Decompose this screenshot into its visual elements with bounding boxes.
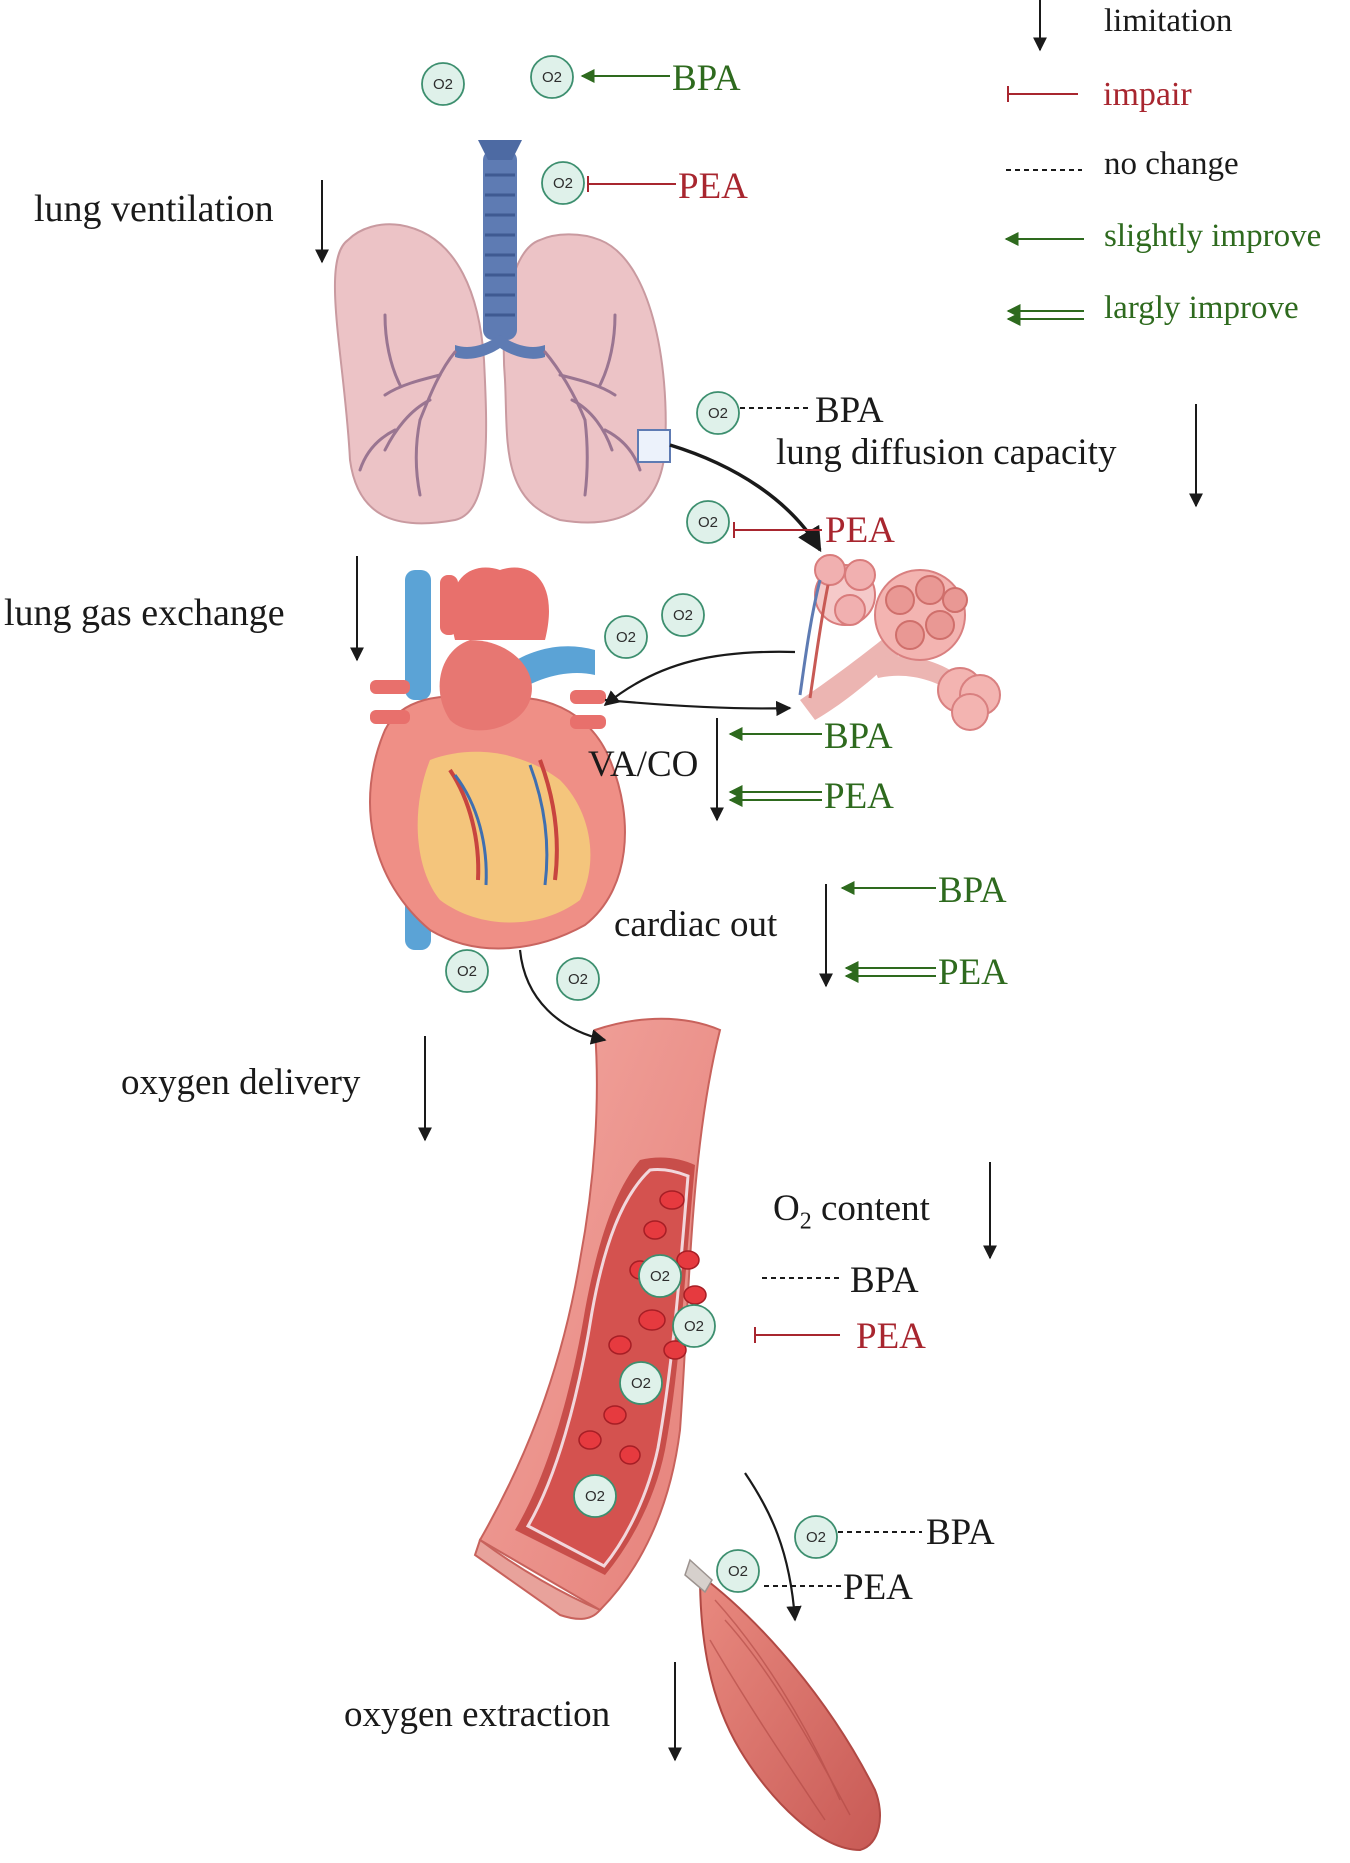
bpa-label-diffusion: BPA xyxy=(815,390,884,431)
pea-label-extraction: PEA xyxy=(843,1567,913,1608)
lungs-illustration xyxy=(334,140,671,525)
svg-text:O2: O2 xyxy=(433,76,453,93)
bpa-label-cardiac: BPA xyxy=(938,870,1007,911)
stage-lung-ventilation: lung ventilation xyxy=(34,188,274,230)
flow-heart-to-vessel xyxy=(518,949,607,1045)
muscle-illustration xyxy=(684,1558,881,1852)
o2-bubbles: O2 O2 O2 O2 O2 O2 O2 O2 O2 O2 O2 O2 O2 O… xyxy=(421,55,838,1593)
legend-no-change-label: no change xyxy=(1104,146,1239,182)
svg-text:O2: O2 xyxy=(616,629,636,646)
stage-va-co: VA/CO xyxy=(588,744,699,785)
pea-diffusion-impair xyxy=(733,522,822,538)
pea-label-cardiac: PEA xyxy=(938,952,1008,993)
effect-connectors xyxy=(580,69,936,1587)
o2-bubble: O2 xyxy=(672,1304,716,1348)
stage-oxygen-delivery: oxygen delivery xyxy=(121,1062,361,1103)
svg-text:O2: O2 xyxy=(708,405,728,422)
o2-bubble: O2 xyxy=(541,161,585,205)
legend-symbols xyxy=(1004,0,1084,326)
pea-ventilation-impair xyxy=(587,176,676,192)
svg-text:O2: O2 xyxy=(542,69,562,86)
svg-text:O2: O2 xyxy=(553,175,573,192)
o2-bubble: O2 xyxy=(716,1549,760,1593)
stage-o2-content: O2 content xyxy=(773,1188,930,1235)
o2-bubble: O2 xyxy=(573,1474,617,1518)
svg-text:O2: O2 xyxy=(568,971,588,988)
bpa-label-ventilation: BPA xyxy=(672,58,741,99)
bpa-label-o2-content: BPA xyxy=(850,1260,919,1301)
stage-oxygen-extraction: oxygen extraction xyxy=(344,1694,611,1735)
pea-label-o2-content: PEA xyxy=(856,1316,926,1357)
legend-impair-label: impair xyxy=(1103,76,1192,113)
svg-text:O2: O2 xyxy=(728,1563,748,1580)
o2-bubble: O2 xyxy=(445,949,489,993)
legend-limitation-label: limitation xyxy=(1104,3,1233,39)
stage-lung-diffusion-capacity: lung diffusion capacity xyxy=(776,432,1117,473)
stage-cardiac-out: cardiac out xyxy=(614,904,778,945)
o2-bubble: O2 xyxy=(661,593,705,637)
o2-bubble: O2 xyxy=(604,615,648,659)
flow-heart-to-alveoli xyxy=(604,698,792,717)
bpa-label-vaco: BPA xyxy=(824,716,893,757)
flow-alveoli-to-heart xyxy=(603,650,796,706)
limitation-arrows xyxy=(315,180,1203,1762)
pea-vaco-large-improve xyxy=(728,785,822,807)
o2-bubble: O2 xyxy=(556,957,600,1001)
legend-large-improve-arrow xyxy=(1006,304,1084,326)
svg-text:O2: O2 xyxy=(806,1529,826,1546)
svg-text:O2: O2 xyxy=(698,514,718,531)
heart-illustration xyxy=(369,567,626,950)
flow-arrows xyxy=(518,443,822,1622)
o2-bubble: O2 xyxy=(696,391,740,435)
o2-bubble: O2 xyxy=(794,1515,838,1559)
bpa-label-extraction: BPA xyxy=(926,1512,995,1553)
svg-text:O2: O2 xyxy=(585,1488,605,1505)
pea-label-vaco: PEA xyxy=(824,776,894,817)
o2-bubble: O2 xyxy=(686,500,730,544)
pea-label-diffusion: PEA xyxy=(825,510,895,551)
alveoli-illustration xyxy=(798,554,1001,731)
o2-bubble: O2 xyxy=(619,1361,663,1405)
stage-lung-gas-exchange: lung gas exchange xyxy=(4,592,285,634)
pea-cardiac-large-improve xyxy=(844,961,936,983)
legend-impair-line xyxy=(1007,86,1078,102)
flow-vessel-to-muscle xyxy=(744,1472,802,1622)
pea-o2-content-impair xyxy=(754,1327,840,1343)
svg-text:O2: O2 xyxy=(673,607,693,624)
legend-largly-improve-label: largly improve xyxy=(1104,290,1299,326)
o2-bubble: O2 xyxy=(530,55,574,99)
svg-text:O2: O2 xyxy=(650,1268,670,1285)
svg-text:O2: O2 xyxy=(631,1375,651,1392)
o2-bubble: O2 xyxy=(421,62,465,106)
svg-text:O2: O2 xyxy=(457,963,477,980)
legend-slightly-improve-label: slightly improve xyxy=(1104,218,1322,254)
svg-text:O2: O2 xyxy=(684,1318,704,1335)
o2-bubble: O2 xyxy=(638,1254,682,1298)
flow-lung-to-alveoli xyxy=(669,443,822,553)
pea-label-ventilation: PEA xyxy=(678,166,748,207)
